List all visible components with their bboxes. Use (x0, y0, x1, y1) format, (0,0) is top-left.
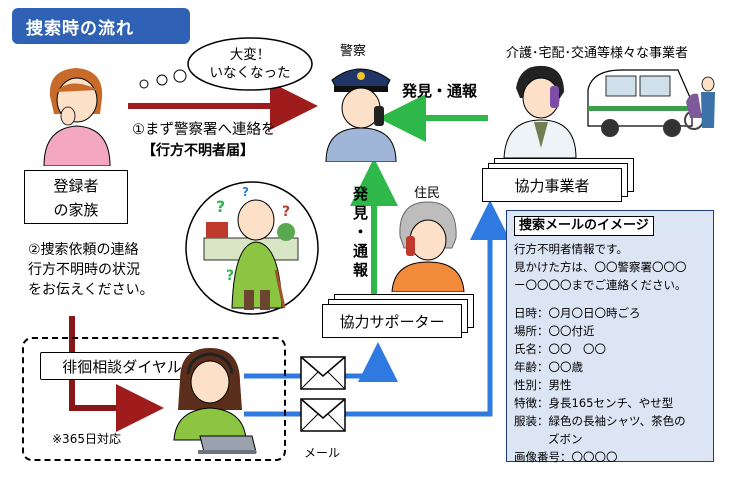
mail-line: 見かけた方は、〇〇警察署〇〇〇 (514, 260, 687, 274)
supporter-box: 協力サポーター (322, 304, 462, 338)
police-officer-figure (325, 68, 397, 162)
family-line1: 登録者 (53, 177, 99, 195)
dial-note: ※365日対応 (52, 432, 121, 446)
family-line2: の家族 (53, 201, 99, 219)
request-line3: をお伝えください。 (28, 282, 154, 298)
police-label: 警察 (340, 44, 367, 59)
mail-spacer (514, 294, 706, 304)
svg-text:?: ? (242, 185, 249, 199)
business-box: 協力事業者 (482, 168, 622, 202)
resident-figure (391, 201, 465, 292)
mail-line: 年齢：〇〇歳 (514, 360, 583, 374)
business-worker-figure (503, 65, 577, 158)
care-van-figure (587, 69, 715, 137)
mail-line: 行方不明者情報です。 (514, 242, 628, 256)
svg-text:?: ? (216, 197, 225, 216)
mail-line: 氏名：〇〇 〇〇 (514, 342, 606, 356)
arrow-mail-to-supporter (244, 342, 398, 382)
mail-line: 性別：男性 (514, 378, 572, 392)
arrow-family-to-dial (69, 316, 164, 432)
mail-line: 画像番号：〇〇〇〇 (514, 450, 618, 464)
family-box: 登録者 の家族 (24, 170, 128, 224)
missing-report-label: 【行方不明者届】 (142, 143, 254, 159)
svg-text:?: ? (282, 204, 290, 220)
mail-label: メール (304, 446, 341, 460)
dial-label: 徘徊相談ダイヤル (40, 352, 204, 380)
request-line1: ②捜索依頼の連絡 (28, 242, 139, 258)
request-line2: 行方不明時の状況 (28, 262, 140, 278)
mail-line: 日時：〇月〇日〇時ごろ (514, 306, 641, 320)
arrow-business-report-label: 発見・通報 (402, 82, 478, 100)
family-member-figure (43, 68, 111, 166)
speech-bubble (139, 37, 313, 91)
mail-line: ー〇〇〇〇までご連絡ください。 (514, 278, 687, 292)
speech-text: 大変！ いなくなった (209, 47, 291, 81)
mail-line: 場所：〇〇付近 (514, 324, 595, 338)
mail-line: 特徴：身長165センチ、やせ型 (514, 396, 674, 410)
arrow-contact-police-label: ①まず警察署へ連絡を (132, 122, 276, 138)
svg-text:?: ? (226, 268, 234, 284)
mail-line: ズボン (548, 432, 583, 446)
mail-envelope-icon (300, 398, 346, 432)
request-text: ②捜索依頼の連絡 行方不明時の状況 をお伝えください。 (28, 240, 154, 300)
business-label: 介護･宅配･交通等様々な事業者 (506, 46, 689, 61)
search-mail-heading: 捜索メールのイメージ (514, 216, 654, 236)
wandering-person-figure: ? ? ? ? (185, 181, 319, 315)
mail-envelope-icon (300, 356, 346, 390)
resident-label: 住民 (414, 186, 441, 201)
arrow-resident-report-label: 発見・通報 (351, 186, 369, 281)
operator-figure (173, 348, 257, 454)
search-mail-panel: 捜索メールのイメージ 行方不明者情報です。 見かけた方は、〇〇警察署〇〇〇 ー〇… (506, 210, 714, 464)
mail-line: 服装：緑色の長袖シャツ、茶色の (514, 414, 686, 428)
page-title: 捜索時の流れ (12, 8, 190, 44)
dial-group-border (22, 337, 286, 461)
